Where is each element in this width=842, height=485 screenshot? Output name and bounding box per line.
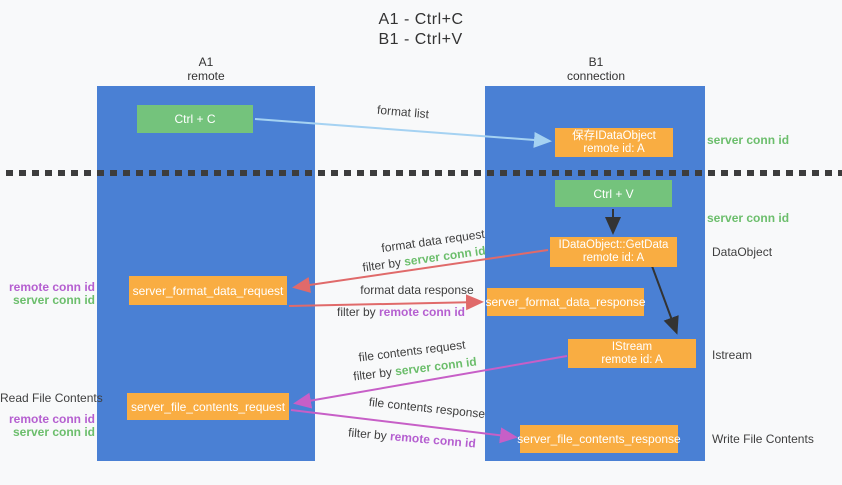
diagram-title: A1 - Ctrl+C B1 - Ctrl+V xyxy=(0,10,842,50)
remote-conn-id-text: remote conn id xyxy=(389,429,477,451)
format-data-response-label: format data response xyxy=(360,283,474,297)
server-conn-id-annotation-left-2: server conn id xyxy=(12,425,95,439)
format-list-label: format list xyxy=(376,102,430,122)
remote-conn-id-annotation-left-1: remote conn id xyxy=(8,280,95,294)
istream-line1: IStream xyxy=(611,340,653,353)
filter-by-remote-conn-id-label-1: filter by remote conn id xyxy=(337,305,465,319)
filter-by-remote-conn-id-label-2: filter by remote conn id xyxy=(348,425,477,450)
getdata-line1: IDataObject::GetData xyxy=(558,239,669,251)
istream-annotation: Istream xyxy=(712,348,753,362)
lane-header-right: B1 connection xyxy=(536,55,656,83)
idataobject-getdata-node: IDataObject::GetData remote id: A xyxy=(550,237,677,267)
server-format-data-request-label: server_format_data_request xyxy=(132,283,284,298)
phase-separator-dotted-line xyxy=(6,170,842,176)
server-file-contents-response-label: server_file_contents_response xyxy=(517,432,681,446)
title-line-2: B1 - Ctrl+V xyxy=(378,31,463,48)
remote-conn-id-annotation-left-2: remote conn id xyxy=(8,412,95,426)
server-file-contents-request-label: server_file_contents_request xyxy=(130,399,286,414)
filter-prefix: filter by xyxy=(352,364,396,384)
server-format-data-request-node: server_format_data_request xyxy=(129,276,287,305)
lane-right-sub: connection xyxy=(566,69,626,83)
server-format-data-response-label: server_format_data_response xyxy=(485,295,646,309)
save-dataobject-line1: 保存IDataObject xyxy=(572,129,656,142)
read-file-contents-annotation: Read File Contents xyxy=(0,391,103,405)
ctrl-c-label: Ctrl + C xyxy=(174,112,216,126)
dataobject-annotation: DataObject xyxy=(712,245,773,259)
server-conn-id-annotation-mid: server conn id xyxy=(707,211,790,225)
filter-prefix: filter by xyxy=(336,305,379,319)
server-conn-id-annotation-left-1: server conn id xyxy=(12,293,95,307)
ctrl-v-label: Ctrl + V xyxy=(593,186,634,201)
file-contents-response-label: file contents response xyxy=(368,394,486,422)
lane-header-left: A1 remote xyxy=(146,55,266,83)
ctrl-c-node: Ctrl + C xyxy=(137,105,253,133)
ctrl-v-node: Ctrl + V xyxy=(555,180,672,207)
save-dataobject-line2: remote id: A xyxy=(583,142,645,155)
server-conn-id-annotation-top: server conn id xyxy=(707,133,790,147)
filter-prefix: filter by xyxy=(347,425,391,444)
write-file-contents-annotation: Write File Contents xyxy=(712,432,814,446)
save-dataobject-node: 保存IDataObject remote id: A xyxy=(555,128,673,157)
server-file-contents-response-node: server_file_contents_response xyxy=(517,425,681,453)
lane-right-name: B1 xyxy=(588,55,604,69)
filter-prefix: filter by xyxy=(361,254,406,275)
server-format-data-response-node: server_format_data_response xyxy=(485,288,646,316)
lane-left-sub: remote xyxy=(187,69,225,83)
istream-node: IStream remote id: A xyxy=(568,339,696,368)
getdata-line2: remote id: A xyxy=(582,252,645,264)
server-file-contents-request-node: server_file_contents_request xyxy=(127,393,289,420)
remote-conn-id-text: remote conn id xyxy=(379,305,466,319)
lane-left-name: A1 xyxy=(198,55,214,69)
istream-line2: remote id: A xyxy=(601,353,663,366)
title-line-1: A1 - Ctrl+C xyxy=(378,11,464,28)
